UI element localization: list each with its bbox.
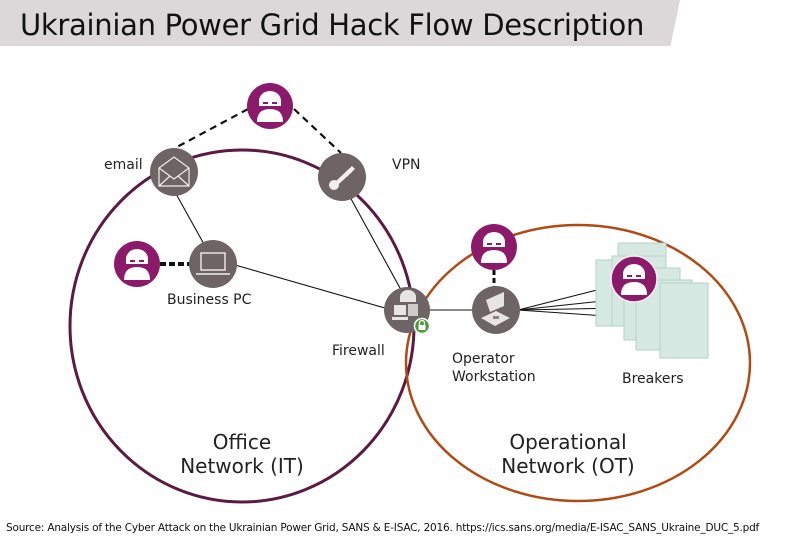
office-network-line1: Office: [212, 430, 272, 454]
hacker-icon: [257, 91, 283, 122]
link-vpn-firewall: [349, 196, 401, 289]
attacker-top: [247, 83, 293, 129]
hacker-icon: [481, 232, 507, 263]
business-pc-node[interactable]: [189, 240, 237, 288]
dashed-link-attacker-email: [176, 108, 249, 148]
attacker-breakers: [610, 255, 658, 303]
office-network-label: Office Network (IT): [162, 430, 322, 478]
link-email-businesspc: [174, 191, 206, 247]
operator-workstation-label-line2: Workstation: [452, 369, 536, 385]
attacker-business-pc: [114, 241, 160, 287]
key-icon: [329, 166, 355, 190]
firewall-icon: [392, 290, 418, 320]
operational-network-line2: Network (OT): [501, 454, 635, 478]
firewall-node[interactable]: [384, 287, 431, 335]
page-title: Ukrainian Power Grid Hack Flow Descripti…: [20, 8, 645, 42]
lock-icon: [413, 317, 431, 335]
email-node[interactable]: [150, 148, 198, 196]
operational-network-label: Operational Network (OT): [488, 430, 648, 478]
operational-network-line1: Operational: [509, 430, 627, 454]
source-citation: Source: Analysis of the Cyber Attack on …: [6, 522, 760, 534]
envelope-icon: [158, 156, 190, 187]
hacker-icon: [621, 264, 647, 295]
business-pc-label: Business PC: [167, 292, 252, 308]
dashed-link-attacker-vpn: [293, 108, 342, 154]
attacker-operator: [471, 224, 517, 270]
hacker-icon: [124, 249, 150, 280]
office-network-line2: Network (IT): [180, 454, 304, 478]
vpn-label: VPN: [392, 157, 421, 173]
email-label: email: [104, 157, 143, 173]
operator-workstation-label: Operator Workstation: [452, 350, 536, 386]
title-band: [0, 0, 680, 46]
operational-network-circle: [404, 223, 752, 503]
operator-workstation-label-line1: Operator: [452, 351, 515, 367]
workstation-icon: [481, 292, 510, 326]
firewall-label: Firewall: [332, 343, 385, 359]
link-businesspc-firewall: [234, 264, 386, 309]
operator-workstation-node[interactable]: [472, 286, 520, 334]
laptop-icon: [196, 252, 230, 275]
breakers-label: Breakers: [622, 371, 684, 387]
vpn-node[interactable]: [318, 153, 366, 201]
